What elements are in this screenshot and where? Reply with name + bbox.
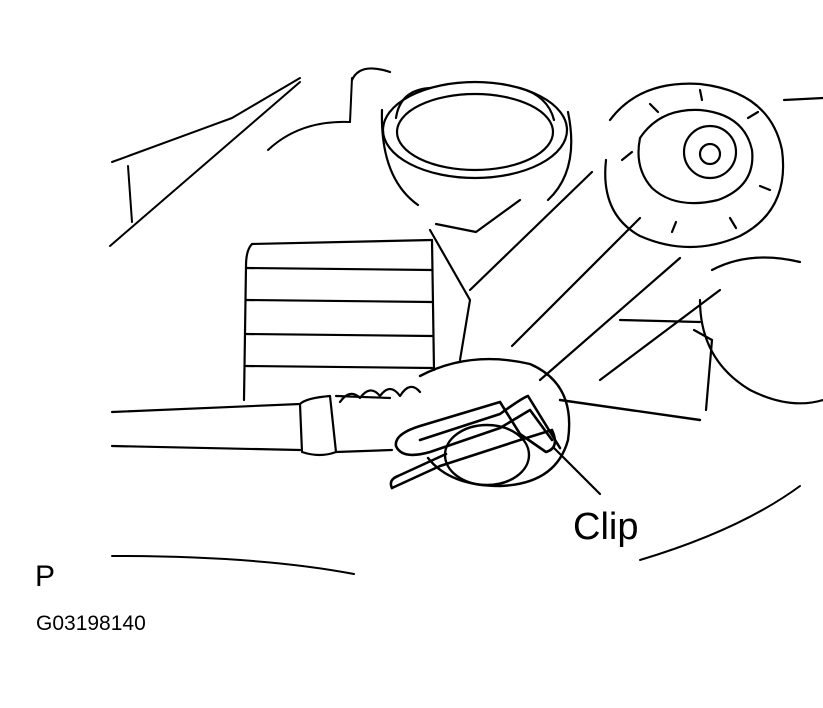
lower-outline	[111, 485, 801, 575]
linkage-arm	[428, 170, 722, 382]
clip-label: Clip	[573, 506, 639, 548]
lower-cylinder	[618, 256, 823, 412]
mount-bracket-right	[604, 82, 823, 249]
figure-code: G03198140	[36, 612, 146, 635]
body-panel-upper-left	[109, 77, 353, 247]
cylinder-housing	[350, 67, 573, 207]
view-letter: P	[35, 560, 56, 593]
ball-joint	[418, 357, 702, 488]
cable-rod	[110, 385, 422, 457]
clip-leader-line	[552, 446, 602, 496]
ribbed-bracket	[242, 238, 436, 402]
clip-part	[389, 394, 562, 490]
